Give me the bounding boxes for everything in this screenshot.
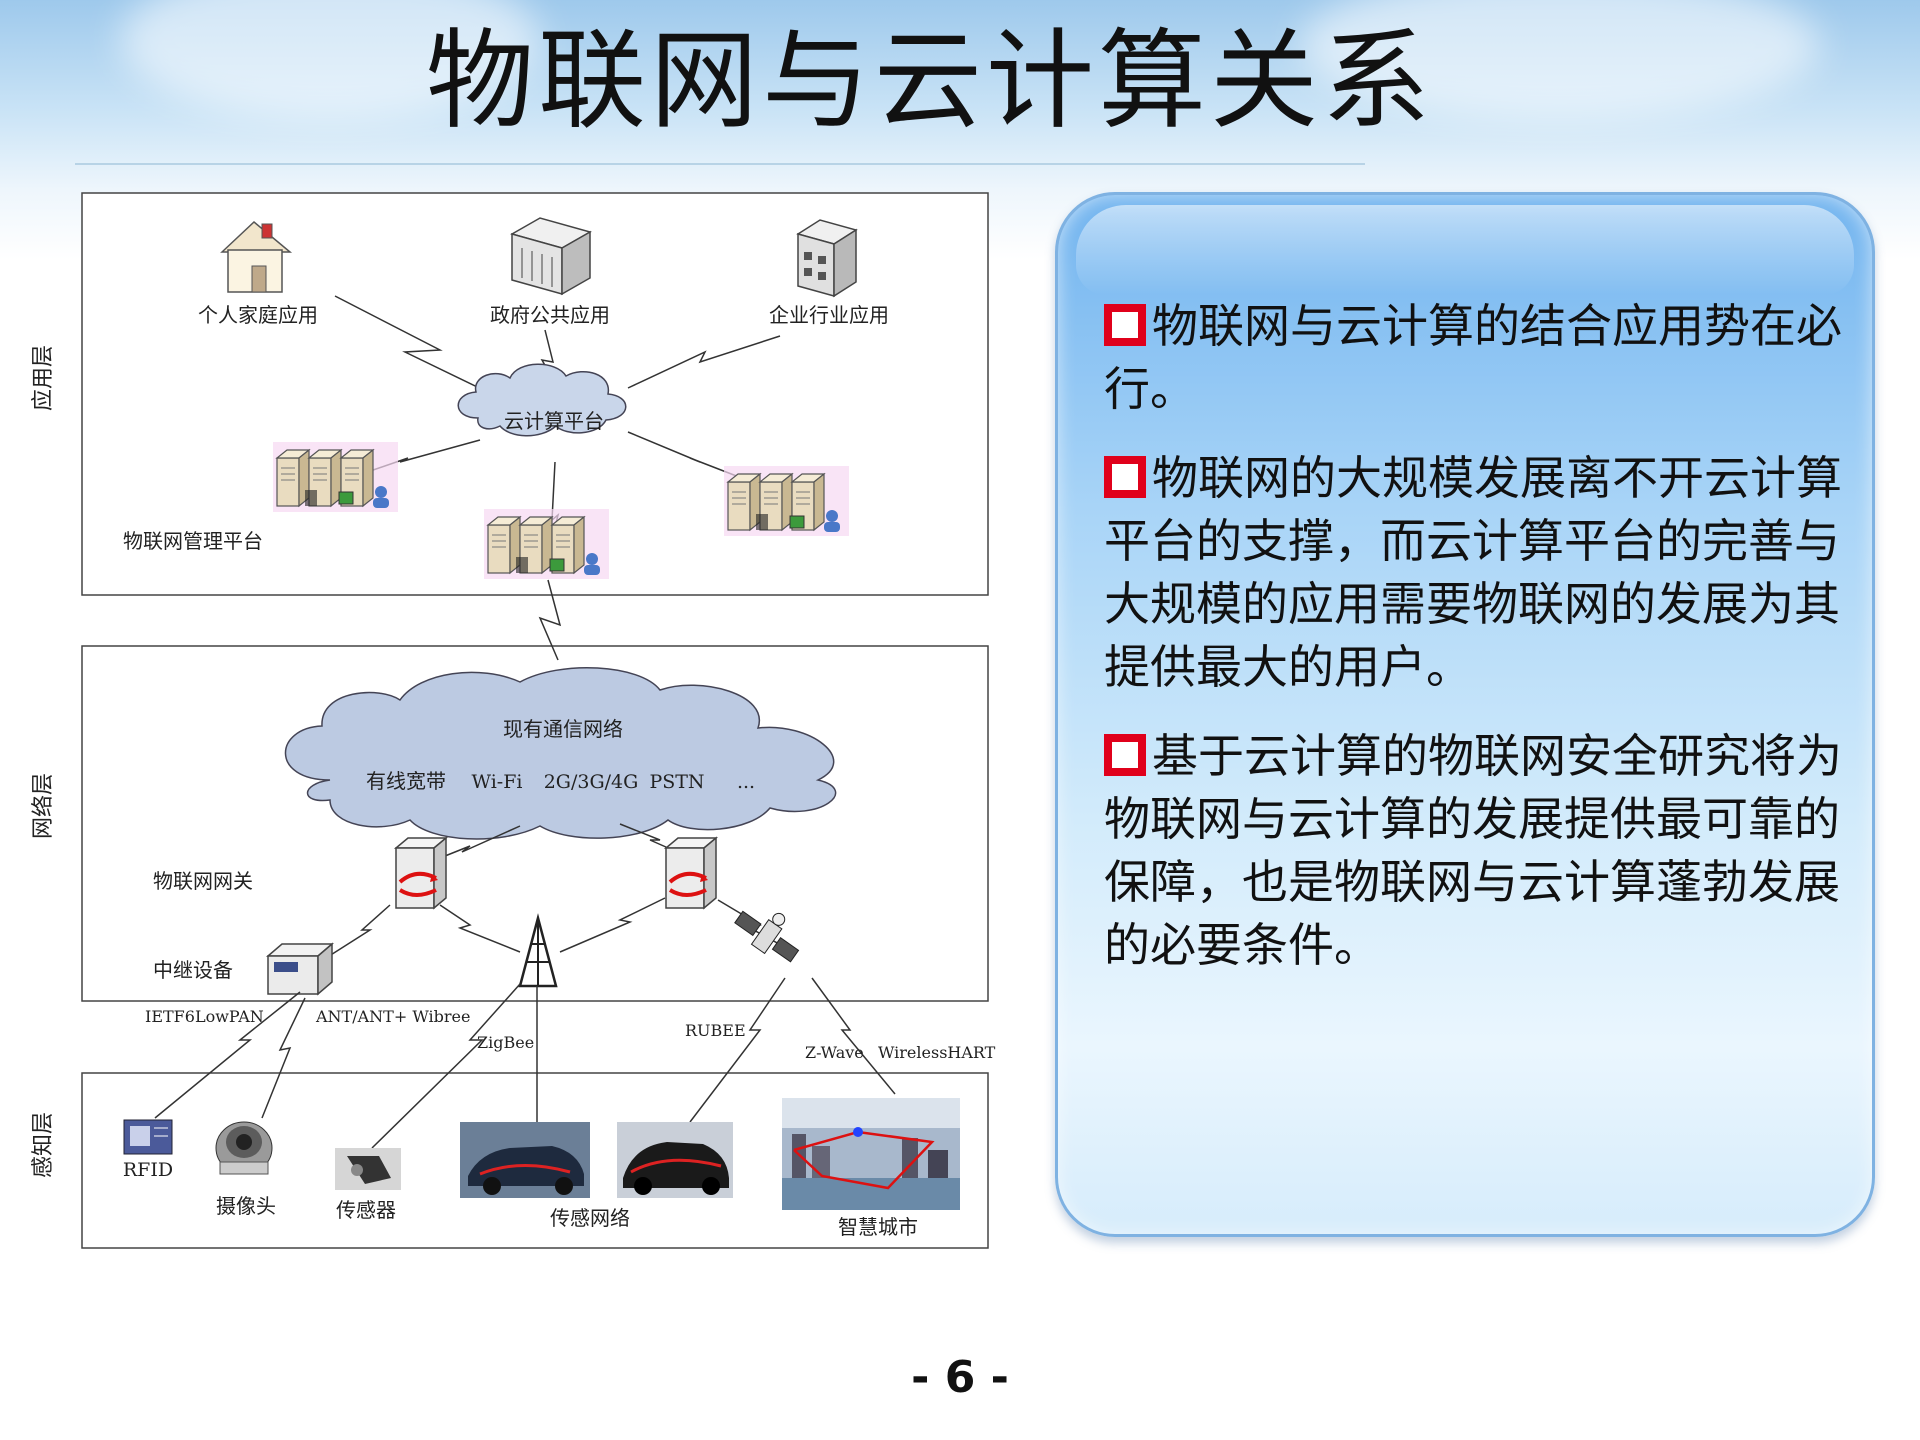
rfid-label: RFID	[123, 1159, 173, 1181]
wifi-label: Wi-Fi	[472, 771, 523, 793]
protocol-zigbee-label: ZigBee	[477, 1033, 534, 1052]
protocol-zwave-label: Z-Wave	[805, 1043, 864, 1062]
relay-device-icon	[265, 942, 335, 996]
bullet-text: 物联网与云计算的结合应用势在必行。	[1104, 299, 1842, 416]
enterprise-building-icon	[796, 219, 858, 298]
summary-panel: 物联网与云计算的结合应用势在必行。 物联网的大规模发展离不开云计算平台的支撑，而…	[1055, 192, 1875, 1237]
bullet-item: 物联网的大规模发展离不开云计算平台的支撑，而云计算平台的完善与大规模的应用需要物…	[1104, 447, 1854, 699]
gateway-icon-left	[394, 836, 448, 910]
broadband-label: 有线宽带	[366, 769, 446, 793]
protocol-ant-label: ANT/ANT+ Wibree	[315, 1007, 470, 1026]
protocol-rubee-label: RUBEE	[685, 1021, 746, 1040]
gateway-icon-right	[664, 836, 718, 910]
enterprise-app-label: 企业行业应用	[769, 303, 889, 327]
sensor-icon	[335, 1148, 401, 1190]
protocol-ietf-label: IETF6LowPAN	[145, 1007, 264, 1026]
more-networks-label: ...	[737, 771, 755, 793]
sensor-label: 传感器	[336, 1198, 396, 1222]
iot-mgmt-platform-label: 物联网管理平台	[123, 529, 263, 553]
link-cloud-cluster-right	[627, 431, 753, 483]
cloud-platform-shape	[457, 363, 627, 437]
bullet-text: 物联网的大规模发展离不开云计算平台的支撑，而云计算平台的完善与大规模的应用需要物…	[1104, 451, 1842, 694]
iot-architecture-diagram: 应用层 网络层 感知层 个人家庭应用 政府公共应用 企业行业应用 云计算平台 物…	[31, 192, 996, 1249]
network-layer-label: 网络层	[31, 773, 56, 839]
protocol-wirelesshart-label: WirelessHART	[878, 1043, 996, 1062]
smart-city-label: 智慧城市	[838, 1215, 918, 1239]
camera-label: 摄像头	[216, 1194, 276, 1218]
bullet-item: 基于云计算的物联网安全研究将为物联网与云计算的发展提供最可靠的保障，也是物联网与…	[1104, 725, 1854, 977]
cloud-platform-label: 云计算平台	[504, 409, 604, 433]
government-building-icon	[510, 217, 592, 296]
bullet-item: 物联网与云计算的结合应用势在必行。	[1104, 295, 1854, 421]
bullet-list: 物联网与云计算的结合应用势在必行。 物联网的大规模发展离不开云计算平台的支撑，而…	[1104, 295, 1854, 1003]
sky-cloud	[1300, 0, 1820, 120]
smart-city-photo	[782, 1098, 960, 1210]
existing-network-label: 现有通信网络	[503, 717, 623, 741]
square-bullet-icon	[1104, 304, 1146, 346]
server-cluster-right	[724, 466, 849, 536]
existing-network-cloud	[284, 667, 837, 840]
rfid-chip-icon	[123, 1119, 173, 1155]
perception-layer-label: 感知层	[31, 1112, 56, 1178]
square-bullet-icon	[1104, 734, 1146, 776]
server-cluster-mid	[484, 509, 609, 579]
cell-tower-icon	[518, 913, 558, 988]
house-icon	[220, 220, 293, 293]
pstn-label: PSTN	[649, 771, 704, 793]
link-home-cloud	[334, 295, 501, 399]
relay-label: 中继设备	[153, 958, 233, 982]
cellular-label: 2G/3G/4G	[544, 771, 639, 793]
panel-gloss	[1076, 205, 1854, 295]
gov-app-label: 政府公共应用	[490, 303, 610, 327]
car-photo-2	[617, 1122, 733, 1198]
bullet-text: 基于云计算的物联网安全研究将为物联网与云计算的发展提供最可靠的保障，也是物联网与…	[1104, 729, 1842, 972]
camera-icon	[215, 1121, 273, 1175]
home-app-label: 个人家庭应用	[198, 303, 318, 327]
square-bullet-icon	[1104, 456, 1146, 498]
gateway-label: 物联网网关	[153, 869, 253, 893]
title-divider	[75, 163, 1365, 165]
link-app-network	[538, 579, 562, 661]
sensor-network-label: 传感网络	[550, 1206, 630, 1230]
satellite-icon	[734, 910, 800, 963]
page-number: - 6 -	[911, 1352, 1009, 1403]
server-cluster-left	[273, 442, 398, 512]
application-layer-label: 应用层	[31, 345, 56, 411]
page-title: 物联网与云计算关系	[425, 19, 1434, 144]
car-photo-1	[460, 1122, 590, 1198]
link-ent-cloud	[627, 335, 781, 389]
